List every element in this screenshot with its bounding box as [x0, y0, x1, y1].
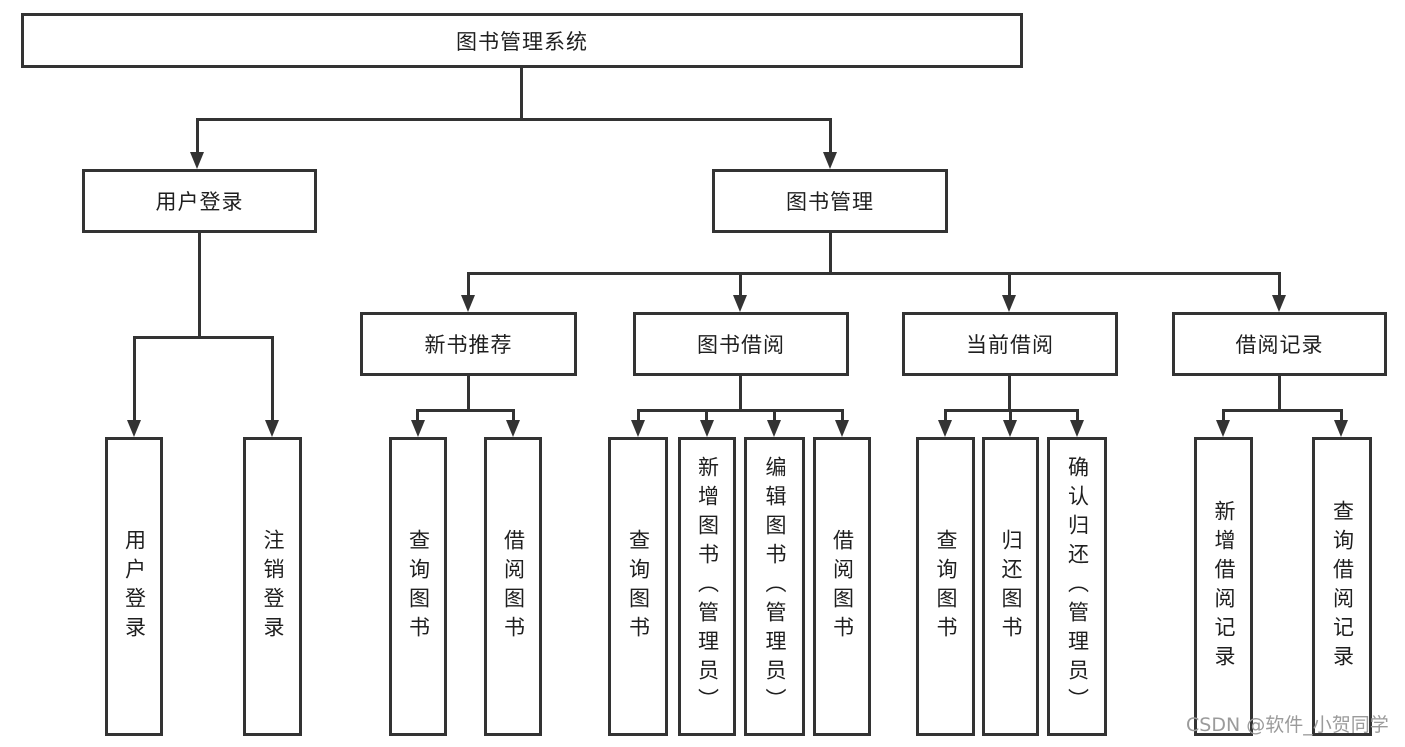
connector-line	[512, 409, 515, 423]
node-label: 图书借阅	[697, 333, 785, 357]
leaf-user-login: 用户登录	[105, 437, 163, 736]
connector-line	[1222, 409, 1343, 412]
node-label: 用户登录	[155, 190, 244, 214]
arrow-down-icon	[1272, 295, 1286, 312]
node-label: 当前借阅	[966, 333, 1054, 357]
arrow-down-icon	[835, 420, 849, 437]
leaf-borrowing-borrow-books: 借阅图书	[813, 437, 871, 736]
leaf-current-query-books: 查询图书	[916, 437, 975, 736]
connector-line	[739, 376, 742, 411]
arrow-down-icon	[1003, 420, 1017, 437]
connector-line	[416, 409, 515, 412]
connector-line	[944, 409, 947, 423]
arrow-down-icon	[1216, 420, 1230, 437]
connector-line	[773, 409, 776, 423]
leaf-label: 确认归还（管理员）	[1065, 456, 1090, 717]
leaf-newbook-borrow-books: 借阅图书	[484, 437, 542, 736]
connector-line	[1278, 272, 1281, 297]
node-library-management-system: 图书管理系统	[21, 13, 1023, 68]
arrow-down-icon	[938, 420, 952, 437]
arrow-down-icon	[411, 420, 425, 437]
leaf-label: 新增图书（管理员）	[695, 456, 720, 717]
leaf-current-confirm-return-admin: 确认归还（管理员）	[1047, 437, 1107, 736]
arrow-down-icon	[506, 420, 520, 437]
connector-line	[1008, 376, 1011, 411]
leaf-current-return-books: 归还图书	[982, 437, 1039, 736]
node-label: 图书管理	[786, 190, 874, 214]
connector-line	[739, 272, 742, 297]
leaf-borrowing-add-books-admin: 新增图书（管理员）	[678, 437, 736, 736]
connector-line	[416, 409, 419, 423]
connector-line	[1009, 409, 1012, 423]
leaf-label: 编辑图书（管理员）	[763, 456, 787, 717]
arrow-down-icon	[1334, 420, 1348, 437]
leaf-logout: 注销登录	[243, 437, 302, 736]
connector-line	[196, 118, 199, 154]
connector-line	[196, 118, 832, 121]
connector-line	[467, 272, 470, 297]
arrow-down-icon	[767, 420, 781, 437]
arrow-down-icon	[700, 420, 714, 437]
leaf-newbook-query-books: 查询图书	[389, 437, 447, 736]
connector-line	[637, 409, 640, 423]
connector-line	[198, 233, 201, 338]
node-label: 借阅记录	[1235, 333, 1324, 357]
connector-line	[133, 336, 274, 339]
leaf-label: 查询图书	[626, 528, 651, 645]
arrow-down-icon	[190, 152, 204, 169]
arrow-down-icon	[265, 420, 279, 437]
connector-line	[1278, 376, 1281, 411]
connector-line	[829, 233, 832, 274]
leaf-label: 查询借阅记录	[1330, 499, 1355, 674]
arrow-down-icon	[1070, 420, 1084, 437]
connector-line	[467, 376, 470, 411]
leaf-label: 归还图书	[999, 528, 1023, 645]
leaf-label: 用户登录	[122, 528, 147, 645]
leaf-borrowing-edit-books-admin: 编辑图书（管理员）	[744, 437, 805, 736]
arrow-down-icon	[127, 420, 141, 437]
node-book-management: 图书管理	[712, 169, 948, 233]
leaf-label: 借阅图书	[501, 528, 526, 645]
connector-line	[841, 409, 844, 423]
connector-line	[271, 336, 274, 422]
leaf-label: 查询图书	[934, 528, 958, 645]
connector-line	[705, 409, 708, 423]
leaf-records-query-borrow-record: 查询借阅记录	[1312, 437, 1372, 736]
connector-line	[520, 68, 523, 120]
connector-line	[829, 118, 832, 154]
leaf-label: 新增借阅记录	[1212, 499, 1236, 674]
leaf-borrowing-query-books: 查询图书	[608, 437, 668, 736]
node-book-borrowing: 图书借阅	[633, 312, 849, 376]
node-label: 图书管理系统	[456, 29, 588, 54]
connector-line	[1222, 409, 1225, 423]
arrow-down-icon	[733, 295, 747, 312]
connector-line	[1076, 409, 1079, 423]
connector-line	[1340, 409, 1343, 423]
connector-line	[133, 336, 136, 422]
connector-line	[1008, 272, 1011, 297]
arrow-down-icon	[1002, 295, 1016, 312]
arrow-down-icon	[461, 295, 475, 312]
arrow-down-icon	[823, 152, 837, 169]
node-borrowing-records: 借阅记录	[1172, 312, 1387, 376]
node-user-login: 用户登录	[82, 169, 317, 233]
node-current-borrowing: 当前借阅	[902, 312, 1118, 376]
connector-line	[637, 409, 844, 412]
csdn-watermark: CSDN @软件_小贺同学	[1186, 714, 1389, 736]
node-new-book-recommendation: 新书推荐	[360, 312, 577, 376]
leaf-label: 注销登录	[261, 528, 285, 645]
connector-line	[467, 272, 1281, 275]
leaf-label: 借阅图书	[830, 528, 855, 645]
leaf-records-add-borrow-record: 新增借阅记录	[1194, 437, 1253, 736]
node-label: 新书推荐	[424, 333, 513, 357]
arrow-down-icon	[631, 420, 645, 437]
leaf-label: 查询图书	[406, 528, 431, 645]
